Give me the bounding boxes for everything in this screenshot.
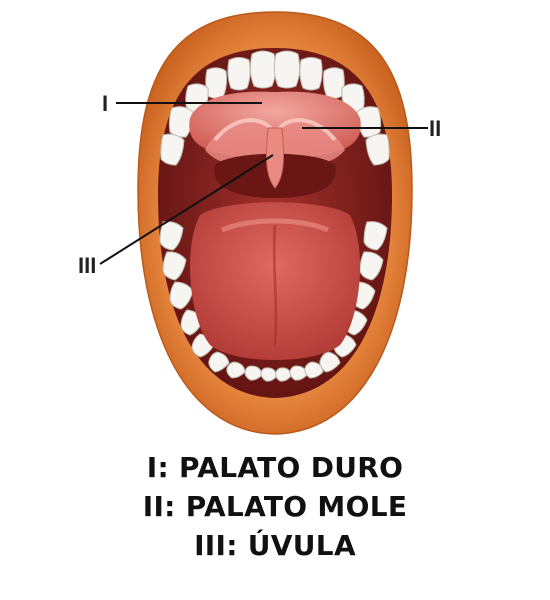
legend-line-soft-palate: II: PALATO MOLE xyxy=(142,490,408,523)
label-uvula-marker: III xyxy=(78,253,96,278)
legend: I: PALATO DURO II: PALATO MOLE III: ÚVUL… xyxy=(0,448,550,565)
lower-teeth xyxy=(159,221,388,382)
label-hard-palate-marker: I xyxy=(102,91,108,116)
label-soft-palate-marker: II xyxy=(429,116,441,141)
uvula xyxy=(265,127,285,189)
legend-line-hard-palate: I: PALATO DURO xyxy=(146,451,404,484)
leader-line-uvula xyxy=(99,154,274,265)
legend-line-uvula: III: ÚVULA xyxy=(194,529,356,562)
mouth-anatomy-diagram: I II III xyxy=(78,11,441,435)
